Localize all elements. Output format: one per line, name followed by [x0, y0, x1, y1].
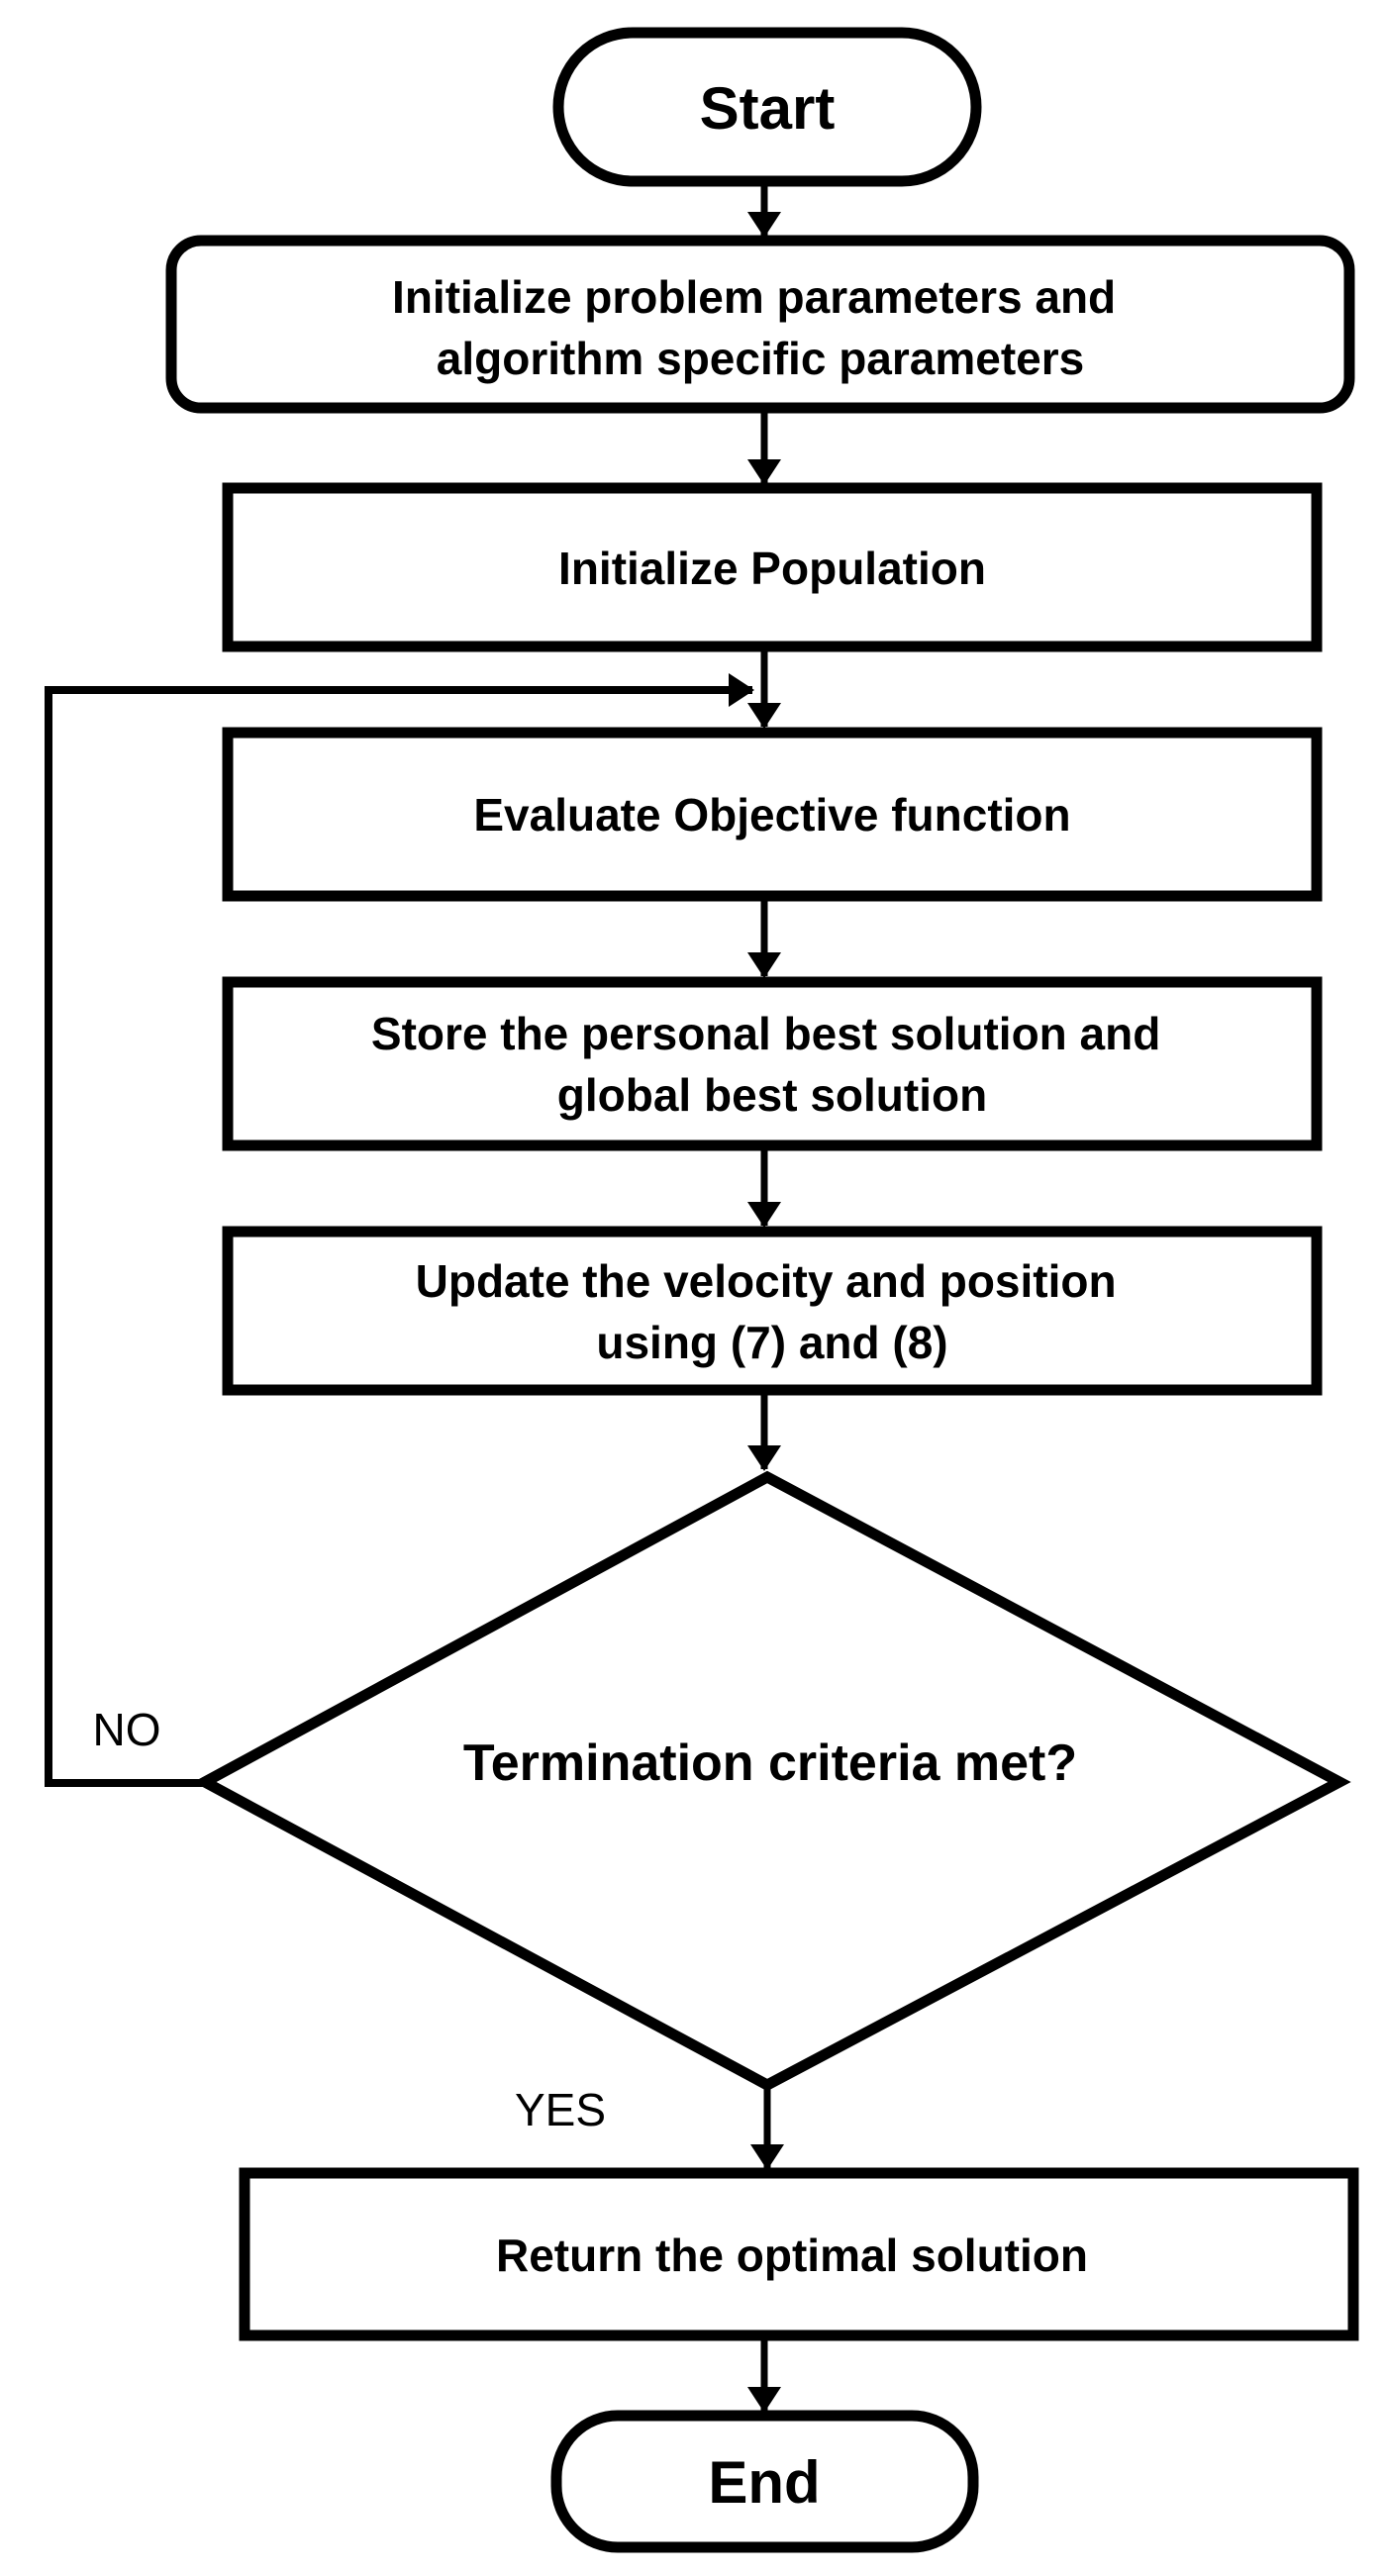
- init-population-node: [222, 482, 1323, 652]
- termination-decision-node: [193, 1470, 1351, 2092]
- yes-branch-label: YES: [515, 2084, 606, 2135]
- store-best-label: Store the personal best solution and glo…: [371, 1008, 1173, 1121]
- labels-layer: Start Initialize problem parameters and …: [93, 75, 1173, 2516]
- evaluate-label: Evaluate Objective function: [473, 789, 1070, 841]
- termination-label: Termination criteria met?: [463, 1734, 1077, 1792]
- update-velocity-label: Update the velocity and position using (…: [416, 1255, 1130, 1368]
- evaluate-node: [222, 727, 1323, 902]
- return-solution-node: [239, 2167, 1359, 2341]
- end-node: [550, 2410, 979, 2553]
- init-population-label: Initialize Population: [558, 543, 986, 594]
- init-params-node: [165, 235, 1355, 414]
- start-label: Start: [700, 75, 836, 142]
- update-velocity-node: [222, 1226, 1323, 1396]
- init-params-label: Initialize problem parameters and algori…: [392, 271, 1129, 384]
- loop-no-connector: [45, 673, 754, 1787]
- start-node: [552, 27, 982, 187]
- no-branch-label: NO: [93, 1704, 161, 1755]
- store-best-node: [222, 976, 1323, 1151]
- end-label: End: [708, 2449, 820, 2516]
- return-solution-label: Return the optimal solution: [496, 2229, 1088, 2281]
- shapes-layer: [45, 27, 1359, 2553]
